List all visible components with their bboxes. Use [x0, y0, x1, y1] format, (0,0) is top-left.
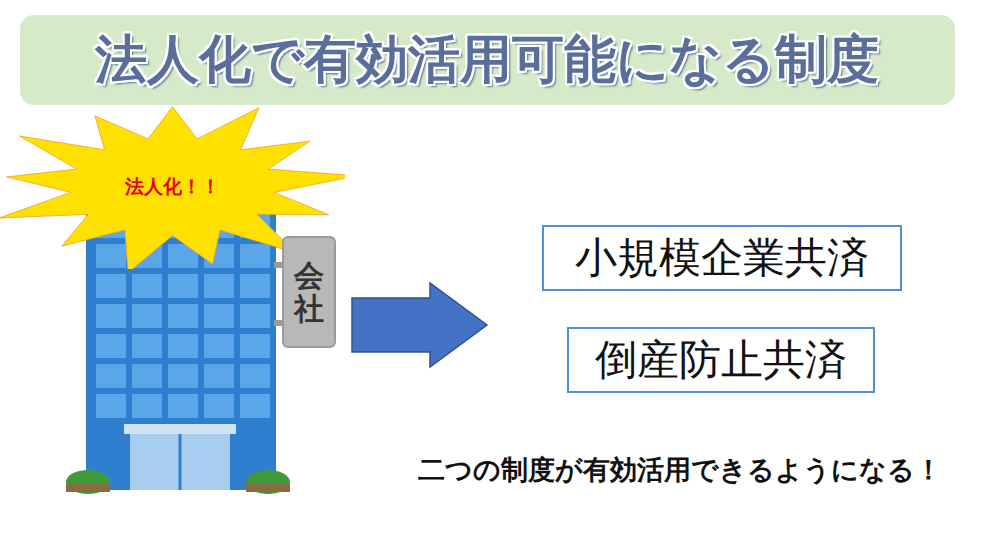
window	[168, 304, 198, 328]
system-name: 小規模企業共済	[575, 233, 869, 283]
sign-text: 会社	[294, 259, 324, 325]
system-box: 倒産防止共済	[567, 327, 875, 393]
title-band	[20, 15, 955, 105]
window	[168, 274, 198, 298]
window	[240, 334, 270, 358]
block-arrow	[352, 283, 487, 367]
window	[240, 304, 270, 328]
window	[240, 364, 270, 388]
window	[204, 364, 234, 388]
window	[168, 364, 198, 388]
note-text: 二つの制度が有効活用できるようになる！	[418, 452, 942, 488]
window	[204, 334, 234, 358]
window	[132, 364, 162, 388]
window	[132, 274, 162, 298]
window	[96, 244, 126, 268]
window	[240, 244, 270, 268]
window	[96, 304, 126, 328]
window	[168, 394, 198, 418]
window	[204, 304, 234, 328]
title-text: 法人化で有効活用可能になる制度	[95, 25, 879, 95]
window	[96, 394, 126, 418]
window	[204, 274, 234, 298]
window	[96, 334, 126, 358]
window	[204, 394, 234, 418]
office-building	[66, 205, 290, 494]
window	[96, 274, 126, 298]
window	[168, 334, 198, 358]
window	[132, 394, 162, 418]
system-name: 倒産防止共済	[595, 335, 847, 385]
window	[240, 274, 270, 298]
window	[240, 394, 270, 418]
window	[132, 334, 162, 358]
company-sign: 会社	[282, 236, 336, 348]
window	[132, 304, 162, 328]
window	[96, 364, 126, 388]
system-box: 小規模企業共済	[542, 225, 902, 291]
callout-text: 法人化！！	[125, 175, 220, 198]
